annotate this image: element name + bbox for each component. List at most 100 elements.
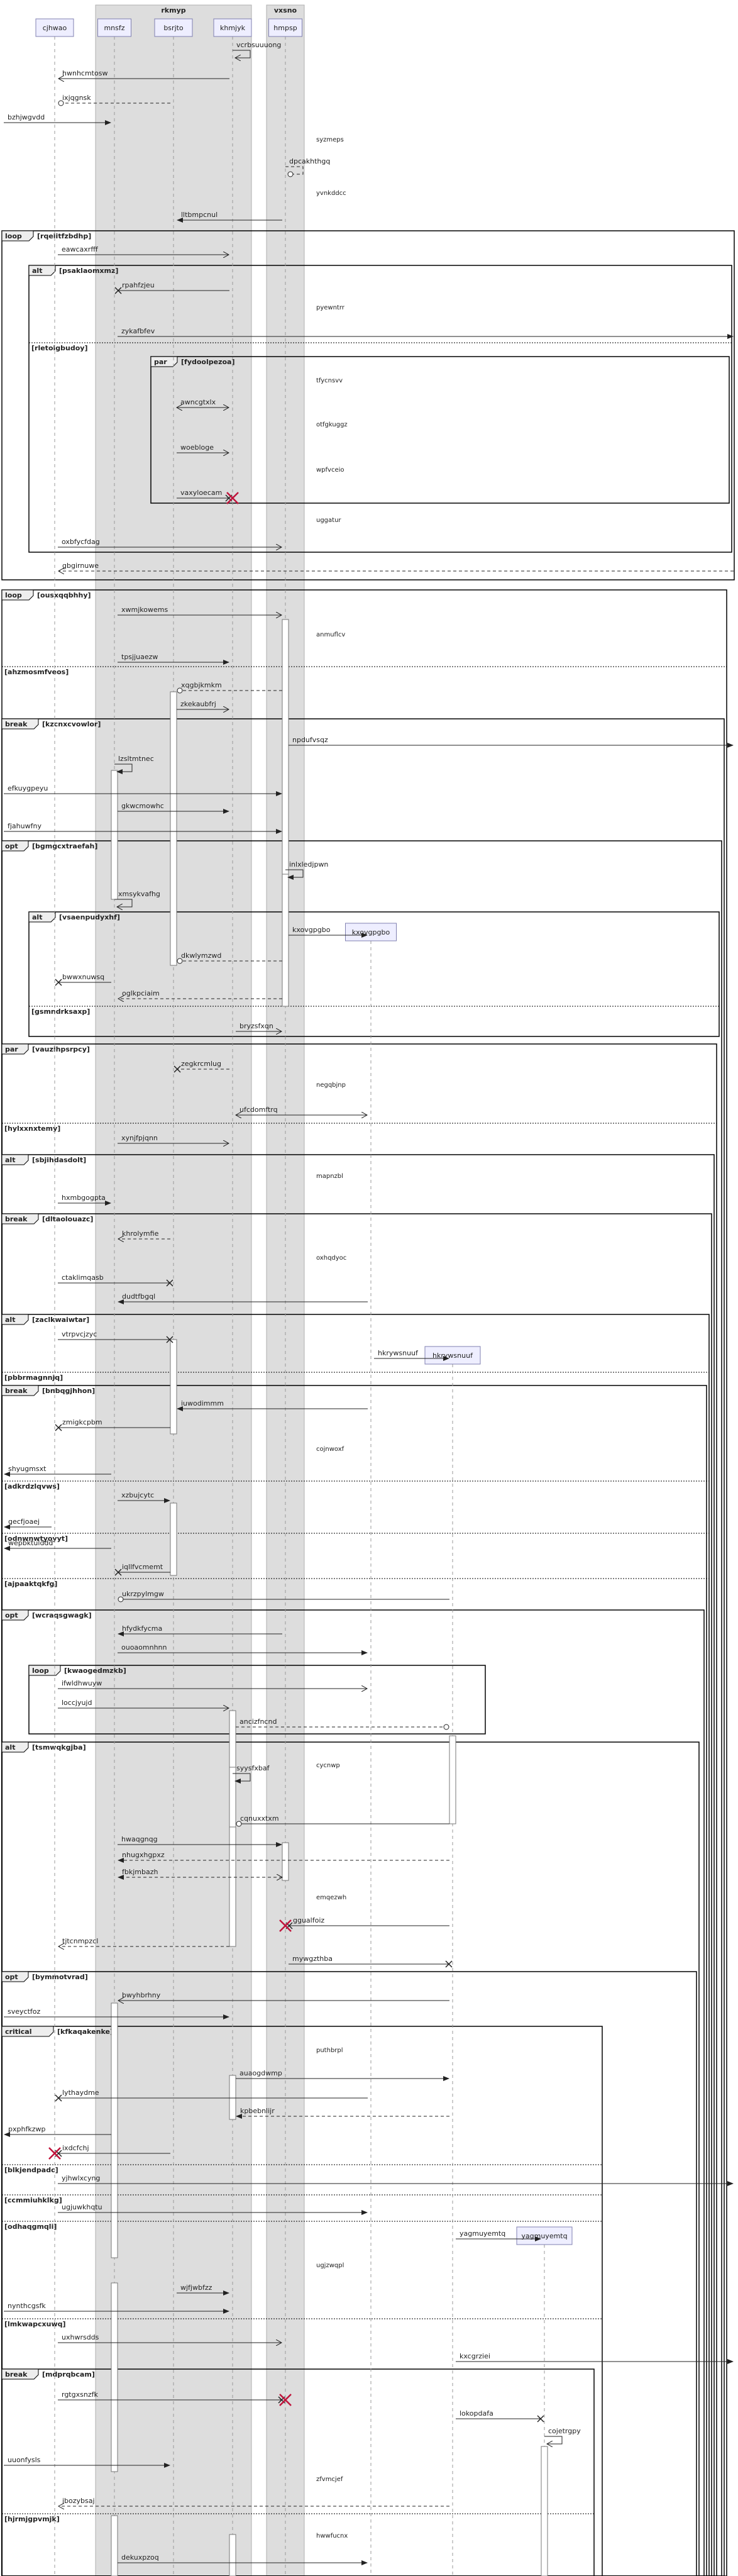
fragment-section-guard: [ahzmosmfveos] <box>4 668 69 676</box>
message-label: bzhjwgvdd <box>8 113 45 121</box>
fragment-guard: [ousxqqbhhy] <box>37 591 91 599</box>
fragment-section-guard: [adkrdzlqvws] <box>4 1482 60 1491</box>
message-label: dkwlymzwd <box>181 952 221 960</box>
message-label: bryzsfxqn <box>240 1022 273 1030</box>
message-label: mywgzthba <box>292 1955 333 1963</box>
message-label: zkekaubfrj <box>180 700 216 708</box>
message-label: xqgbjkmkm <box>181 681 222 689</box>
fragment-guard: [zaclkwaiwtar] <box>32 1316 89 1324</box>
participant-label: mnsfz <box>104 24 124 32</box>
fragment-tab <box>1 1609 29 1621</box>
fragment-tab <box>1 230 34 242</box>
note-text: anmuflcv <box>316 631 345 638</box>
participant-mnsfz <box>97 18 131 37</box>
message-label: hwnhcmtosw <box>62 69 107 77</box>
message-arrow <box>233 50 251 58</box>
message-label: ctaklimqasb <box>62 1274 104 1282</box>
message-label: khrolymfie <box>122 1230 159 1238</box>
message-label: npdufvsqz <box>292 736 328 744</box>
message-label: gecfjoaej <box>8 1518 40 1526</box>
participant-khmjyk <box>213 18 252 37</box>
note-text: yvnkddcc <box>316 190 346 197</box>
fragment-keyword: loop <box>32 1667 49 1675</box>
fragment-tab <box>1 589 34 601</box>
message-label: sveyctfoz <box>8 2007 40 2016</box>
note-text: oxhqdyoc <box>316 1255 346 1262</box>
message-label: syysfxbaf <box>236 1764 270 1772</box>
fragment-keyword: alt <box>5 1316 15 1324</box>
message-label: xmsykvafhg <box>118 890 160 898</box>
fragment-keyword: loop <box>5 591 22 599</box>
note-text: wpfvceio <box>316 467 344 474</box>
participant-yagmuyemtq <box>516 2226 573 2245</box>
fragment-keyword: par <box>5 1045 18 1053</box>
fragment-frame <box>1 2026 603 2576</box>
fragment-keyword: opt <box>5 1611 18 1619</box>
fragment-frame <box>150 356 730 504</box>
fragment-guard: [vsaenpudyxhf] <box>59 913 120 921</box>
message-arrow <box>114 763 133 774</box>
message-label: dpcakhthgq <box>289 157 330 165</box>
note-text: tfycnsvv <box>316 377 343 384</box>
fragment-tab <box>1 1971 29 1982</box>
fragment-keyword: opt <box>5 1973 18 1981</box>
message-label: yjhwlxcyng <box>62 2174 100 2182</box>
message-label: ixdcfchj <box>62 2144 89 2152</box>
message-label: xzbujcytc <box>121 1491 154 1499</box>
fragment-tab <box>28 265 56 276</box>
message-label: hwaqgnqg <box>121 1835 158 1843</box>
message-label: rpahfzjeu <box>122 281 155 289</box>
fragment-section-guard: [blkjendpadc] <box>4 2166 58 2174</box>
message-label: oxbfycfdag <box>62 538 100 546</box>
note-text: hwwfucnx <box>316 2533 348 2540</box>
message-label: oglkpciaim <box>122 989 160 997</box>
participant-label: bsrjto <box>163 24 184 32</box>
message-label: efkuygpeyu <box>8 784 48 792</box>
fragment-keyword: loop <box>5 232 22 240</box>
note-text: pyewntrr <box>316 304 345 311</box>
message-label: hfydkfycma <box>122 1624 162 1633</box>
fragment-guard: [bymmotvrad] <box>32 1973 88 1981</box>
message-label: wepbktulddd <box>8 1539 53 1547</box>
participant-hkrywsnuuf <box>424 1346 481 1365</box>
fragment-section-guard: [pbbrmagnnjq] <box>4 1374 63 1382</box>
fragment-guard: [mdprqbcam] <box>42 2370 95 2379</box>
fragment-tab <box>1 1385 39 1396</box>
participant-label: yagmuyemtq <box>521 2232 567 2240</box>
message-label: vtrpvcjzyc <box>62 1330 97 1338</box>
activation-bar <box>449 1735 456 1824</box>
message-label: zykafbfev <box>121 327 155 335</box>
fragment-keyword: alt <box>5 1156 15 1164</box>
message-arrow <box>544 2436 563 2444</box>
fragment-tab <box>1 840 29 852</box>
fragment-keyword: alt <box>5 1743 15 1752</box>
message-arrow <box>285 869 304 880</box>
note-text: cojnwoxf <box>316 1446 344 1453</box>
message-label: gkwcmowhc <box>121 802 164 810</box>
fragment-section-guard: [odnwnwtyoyyt] <box>4 1535 68 1543</box>
fragment-tab <box>28 1665 61 1676</box>
destroy-marker <box>48 2147 61 2160</box>
activation-bar <box>111 2282 118 2472</box>
note-text: emqezwh <box>316 1894 346 1901</box>
message-label: lythaydme <box>62 2089 99 2097</box>
note-text: syzmeps <box>316 136 344 143</box>
message-label: kxcgrziei <box>460 2352 490 2360</box>
activation-bar <box>111 2002 118 2258</box>
fragment-guard: [kzcnxcvowlor] <box>42 720 101 728</box>
note-text: cycnwp <box>316 1762 340 1769</box>
destroy-marker <box>279 1919 292 1932</box>
message-label: jbozybsaj <box>62 2497 95 2505</box>
destroy-marker <box>226 492 239 504</box>
message-label: eawcaxrfff <box>62 245 99 253</box>
fragment-section-guard: [odhaqgmqli] <box>4 2223 57 2231</box>
message-label: iqllfvcmemt <box>122 1563 163 1571</box>
participant-label: cjhwao <box>43 24 67 32</box>
activation-bar <box>282 874 289 1007</box>
activation-bar <box>111 2515 118 2576</box>
message-label: nynthcgsfk <box>8 2302 46 2310</box>
message-label: uuonfysls <box>8 2456 41 2464</box>
participant-label: khmjyk <box>220 24 246 32</box>
message-label: wjfjwbfzz <box>180 2284 212 2292</box>
fragment-tab <box>1 718 39 730</box>
